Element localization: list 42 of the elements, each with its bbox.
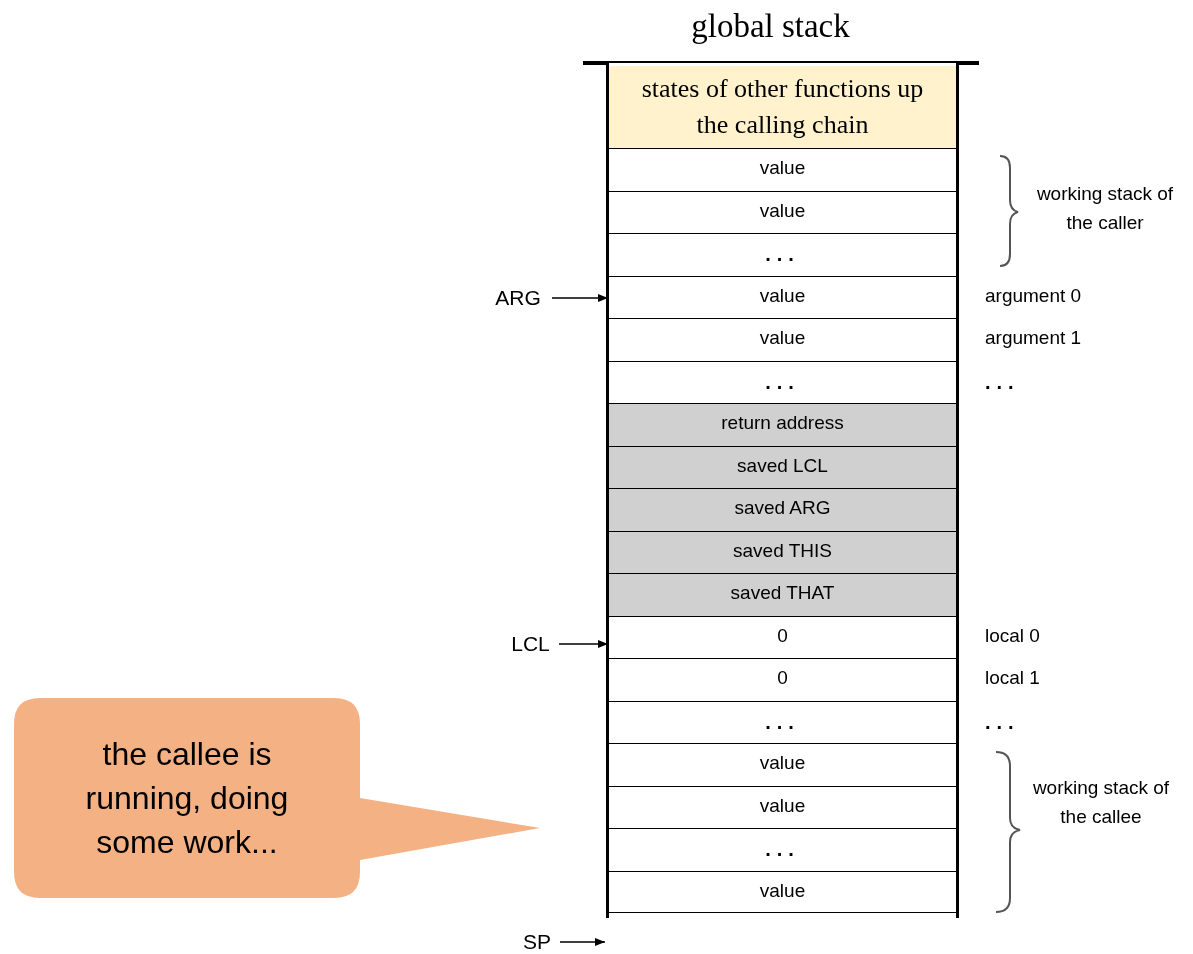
arrow [558, 639, 609, 649]
pointer-label: SP [523, 929, 551, 954]
cell-text: value [759, 326, 806, 350]
side-label: argument 0 [985, 284, 1082, 306]
cell-text: value [759, 198, 806, 223]
cell-text: value [759, 156, 806, 180]
cell-text: return address [721, 411, 844, 435]
cell-text: saved THIS [733, 538, 832, 563]
cell-text: value [759, 751, 806, 775]
side-label: local 0 [985, 624, 1040, 646]
bracket-label: working stack of the callee [1032, 777, 1170, 827]
cell-text: ... [765, 709, 800, 735]
cell-text: saved LCL [737, 453, 828, 478]
cell-text: value [759, 793, 806, 818]
cell-text: 0 [777, 623, 788, 648]
stack-cell [609, 488, 956, 531]
bubble-text: the callee is running, doing some work... [84, 735, 290, 862]
cell-text: value [759, 878, 806, 903]
stack-cell [609, 445, 956, 488]
stack-cell [609, 870, 956, 913]
cell-text: saved ARG [734, 496, 831, 520]
cell-text: value [759, 283, 806, 308]
cell-text: ... [765, 837, 800, 862]
stack-cell [609, 530, 956, 573]
arrow [559, 937, 606, 947]
block-text: states of other functions up the calling chain [640, 73, 925, 141]
pointer-label: ARG [495, 285, 541, 312]
cell-text: ... [765, 242, 800, 267]
bracket-label: working stack of the caller [1036, 183, 1174, 233]
stack-cell [609, 573, 956, 616]
cell-text: saved THAT [730, 581, 835, 605]
side-label: ... [985, 710, 1020, 733]
cell-text: 0 [777, 666, 788, 690]
stack-cell [609, 403, 956, 446]
cell-text: ... [765, 369, 800, 395]
side-label: argument 1 [985, 327, 1082, 348]
side-label: local 1 [985, 667, 1040, 688]
arrow [551, 293, 609, 303]
stack-frame-block [609, 66, 956, 148]
side-label: ... [985, 370, 1020, 393]
pointer-label: LCL [511, 631, 550, 658]
title: global stack [691, 7, 850, 46]
